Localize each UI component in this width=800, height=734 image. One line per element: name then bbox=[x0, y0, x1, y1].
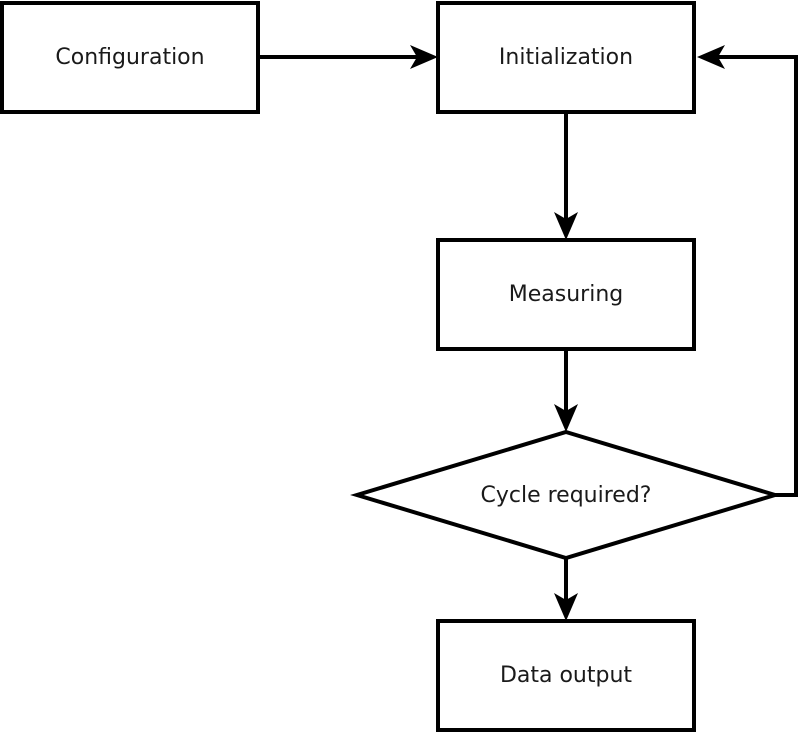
edge-cycle-required-to-data-output bbox=[554, 558, 578, 621]
edge-initialization-to-measuring bbox=[554, 112, 578, 240]
arrow-head-icon bbox=[554, 404, 578, 432]
node-cycle-required[interactable]: Cycle required? bbox=[350, 429, 782, 561]
node-configuration[interactable]: Configuration bbox=[0, 1, 260, 114]
node-initialization-label: Initialization bbox=[499, 45, 633, 70]
node-measuring[interactable]: Measuring bbox=[436, 238, 696, 351]
node-measuring-label: Measuring bbox=[509, 282, 623, 307]
arrow-head-icon bbox=[697, 45, 725, 69]
node-initialization[interactable]: Initialization bbox=[436, 1, 696, 114]
node-cycle-required-label: Cycle required? bbox=[481, 483, 652, 508]
edge-configuration-to-initialization bbox=[260, 45, 438, 69]
node-cycle-required-shape[interactable] bbox=[350, 429, 782, 561]
arrow-head-icon bbox=[410, 45, 438, 69]
node-data-output-shape[interactable] bbox=[436, 619, 696, 732]
arrow-head-icon bbox=[554, 212, 578, 240]
arrow-head-icon bbox=[554, 593, 578, 621]
edge-cycle-required-to-initialization-feedback bbox=[697, 45, 798, 497]
edge-line bbox=[707, 55, 798, 497]
node-data-output[interactable]: Data output bbox=[436, 619, 696, 732]
node-measuring-shape[interactable] bbox=[436, 238, 696, 351]
node-data-output-label: Data output bbox=[500, 663, 632, 688]
node-initialization-shape[interactable] bbox=[436, 1, 696, 114]
node-configuration-shape[interactable] bbox=[0, 1, 260, 114]
edge-measuring-to-cycle-required bbox=[554, 349, 578, 432]
node-configuration-label: Configuration bbox=[55, 45, 204, 70]
